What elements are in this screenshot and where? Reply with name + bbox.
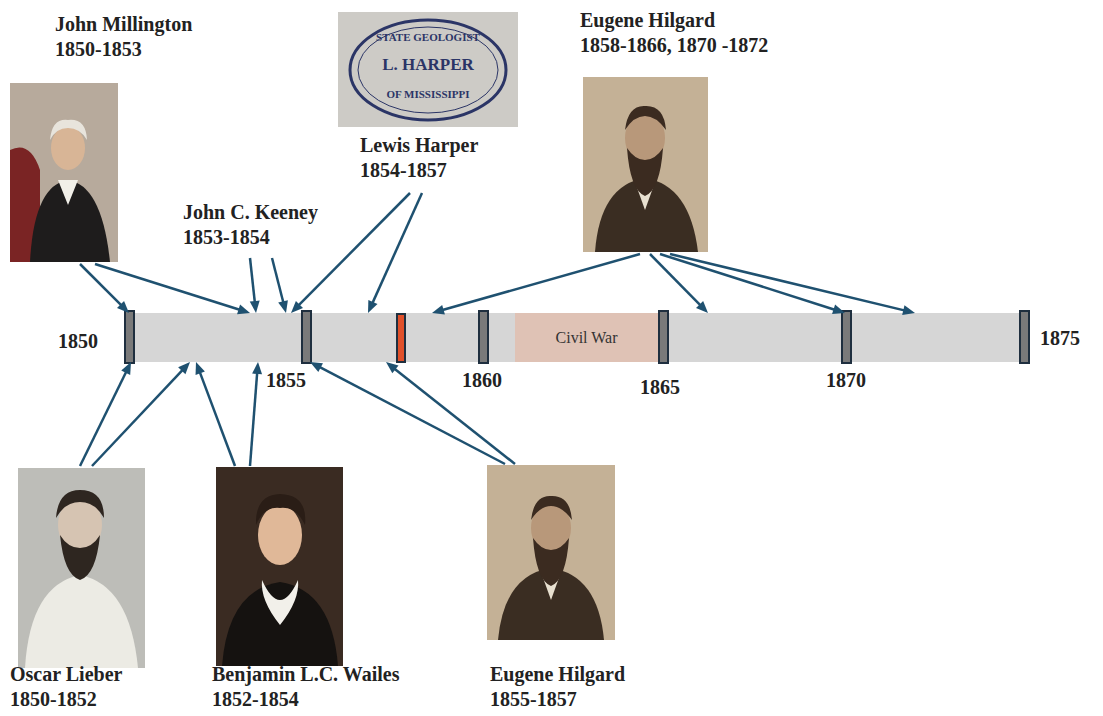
arrow-connector (432, 254, 640, 315)
person-name: Eugene Hilgard (580, 8, 768, 33)
connector-line (80, 371, 127, 466)
connector-line (670, 254, 905, 311)
arrowhead (250, 301, 260, 313)
arrow-connector (250, 258, 260, 313)
stamp-text: STATE GEOLOGIST (348, 31, 508, 43)
person-entry: John C. Keeney1853-1854 (180, 200, 345, 258)
person-name: Lewis Harper (360, 133, 478, 158)
connector-line (272, 258, 284, 303)
arrow-connector (386, 362, 515, 464)
millington-portrait (10, 83, 118, 262)
year-label: 1870 (826, 369, 866, 392)
arrowhead (278, 300, 288, 313)
arrowhead (121, 362, 131, 375)
arrowhead (832, 305, 845, 315)
timeline-bar: 18501875Civil War (128, 313, 1030, 362)
arrow-connector (95, 264, 250, 314)
wailes-portrait (216, 467, 343, 666)
connector-line (95, 264, 240, 310)
person-entry: Eugene Hilgard1858-1866, 1870 -1872 (575, 8, 835, 254)
arrowhead (117, 301, 129, 313)
year-label: 1860 (462, 369, 502, 392)
stamp-background (338, 12, 518, 127)
year-label: 1855 (266, 369, 306, 392)
tick-mark (302, 311, 311, 363)
arrow-connector (368, 193, 422, 313)
person-entry: Eugene Hilgard1855-1857 (480, 464, 640, 712)
year-label: 1865 (640, 376, 680, 399)
person-name: Benjamin L.C. Wailes (212, 662, 399, 687)
year-label: 1850 (58, 329, 98, 354)
connector-line (250, 372, 257, 466)
text-group: John C. Keeney1853-1854 (183, 200, 318, 250)
arrow-connector (250, 362, 262, 466)
connector-line (650, 254, 701, 306)
term-years: 1852-1854 (212, 687, 399, 712)
term-years: 1850-1853 (55, 37, 192, 62)
connector-line (442, 254, 640, 310)
arrowhead (237, 305, 250, 315)
arrow-connector (310, 362, 505, 464)
arrow-connector (196, 362, 235, 466)
tick-mark (125, 311, 134, 363)
civil-war-band: Civil War (515, 313, 658, 362)
arrow-connector (660, 254, 845, 314)
lieber-portrait (18, 468, 145, 668)
tick-mark (479, 311, 488, 363)
arrowhead (902, 305, 915, 315)
connector-line (394, 368, 515, 464)
hilgard-portrait (583, 77, 708, 252)
stamp-text: L. HARPER (348, 55, 508, 75)
arrowhead (368, 300, 377, 313)
term-years: 1853-1854 (183, 225, 318, 250)
person-name: John Millington (55, 12, 192, 37)
person-entry: Lewis Harper1854-1857 (355, 133, 505, 193)
term-years: 1858-1866, 1870 -1872 (580, 33, 768, 58)
person-entry: Oscar Lieber1850-1852 (8, 466, 173, 712)
text-group: Eugene Hilgard1855-1857 (490, 662, 625, 712)
timeline-bar-fill (128, 313, 1030, 362)
person-name: Eugene Hilgard (490, 662, 625, 687)
tick-mark (842, 311, 851, 363)
hilgard-portrait (487, 465, 615, 640)
text-group: Lewis Harper1854-1857 (360, 133, 478, 183)
arrowhead (196, 362, 205, 375)
arrowhead (252, 362, 262, 374)
term-years: 1850-1852 (10, 687, 122, 712)
arrow-connector (92, 362, 190, 466)
person-name: John C. Keeney (183, 200, 318, 225)
arrowhead (291, 301, 303, 313)
arrow-connector (272, 258, 288, 313)
connector-line (660, 254, 835, 310)
connector-line (250, 258, 255, 303)
text-group: John Millington1850-1853 (55, 12, 192, 62)
band-label: Civil War (556, 328, 618, 348)
person-name: Oscar Lieber (10, 662, 122, 687)
connector-line (372, 193, 422, 304)
arrow-connector (650, 254, 708, 313)
tick-mark (1020, 311, 1029, 363)
tick-mark-red (397, 314, 405, 362)
arrowhead (178, 362, 190, 374)
term-years: 1855-1857 (490, 687, 625, 712)
arrowhead (432, 305, 445, 315)
arrowhead (696, 301, 708, 313)
stamp-text: OF MISSISSIPPI (348, 88, 508, 100)
term-years: 1854-1857 (360, 158, 478, 183)
tick-mark (659, 311, 668, 363)
connector-line (200, 371, 235, 466)
arrowhead (386, 362, 399, 373)
connector-line (92, 369, 183, 466)
person-entry: Benjamin L.C. Wailes1852-1854 (205, 466, 460, 712)
text-group: Benjamin L.C. Wailes1852-1854 (212, 662, 399, 712)
text-group: Oscar Lieber1850-1852 (10, 662, 122, 712)
text-group: Eugene Hilgard1858-1866, 1870 -1872 (580, 8, 768, 58)
arrow-connector (670, 254, 915, 315)
year-label: 1875 (1040, 326, 1080, 351)
arrowhead (310, 362, 323, 372)
